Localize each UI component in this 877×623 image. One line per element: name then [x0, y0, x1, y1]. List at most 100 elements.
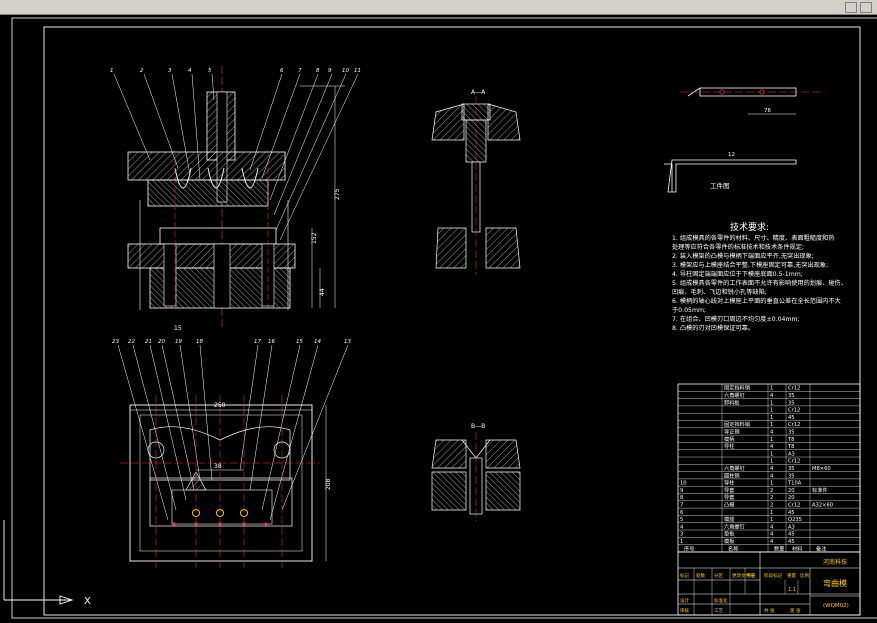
bom-cell: 35	[788, 466, 795, 472]
bom-cell: 固定挡料销	[724, 420, 750, 428]
balloon-2: 2	[140, 68, 144, 74]
bom-cell: 20	[788, 495, 795, 501]
bom-cell: 圆柱销	[724, 471, 740, 479]
balloon-10: 10	[342, 68, 349, 74]
bom-cell: 35	[788, 430, 795, 436]
tb-label: 共 张	[764, 607, 775, 614]
bom-cell: 8	[680, 495, 683, 501]
bom-cell: M8×60	[812, 466, 831, 472]
bom-cell: 导套	[724, 493, 735, 501]
balloons-top	[113, 73, 359, 241]
bom-cell: 1	[770, 400, 773, 406]
bom-header-cell: 名称	[728, 544, 738, 552]
tb-label: 分区	[714, 572, 723, 579]
balloon-11: 11	[354, 68, 361, 74]
balloon-9: 9	[328, 68, 332, 74]
bom-cell: 导套	[724, 486, 735, 494]
balloon-13: 13	[344, 339, 351, 345]
ucs-icon: X	[3, 520, 91, 607]
balloon-23: 23	[112, 339, 119, 345]
tb-label: 重量	[787, 572, 796, 579]
bom-cell: 六角螺钉	[724, 522, 745, 530]
bom-cell: 4	[770, 444, 774, 450]
balloon-5: 5	[208, 68, 212, 74]
title-block[interactable]: 河南科技 弯曲模 (WQM02) 1:1 标记 处数 分区 更改文件号 签名 设…	[677, 551, 861, 616]
requirement-line: 8. 凸模的刃对凹模保证可靠。	[672, 324, 754, 332]
bom-cell: 6	[680, 510, 683, 516]
dim-height-small: 15	[174, 325, 182, 332]
drawing-number: (WQM02)	[823, 603, 849, 609]
bom-cell: T10A	[787, 481, 802, 487]
bom-cell: 4	[770, 473, 774, 479]
bom-cell: 45	[788, 510, 795, 516]
bom-cell: 4	[770, 430, 774, 436]
bom-cell: Cr12	[788, 408, 800, 414]
bom-cell: 4	[770, 532, 774, 538]
dim-plan-pitch: 38	[214, 463, 222, 470]
dim-part-length: 76	[764, 108, 771, 114]
bom-cell: 1	[770, 510, 773, 516]
cad-drawing-canvas[interactable]: 275 152 44 15 1 2 3 4 5 6 7 8 9 10 11	[0, 14, 877, 623]
bom-cell: 六角螺钉	[724, 464, 745, 472]
requirement-line: 凹痕、毛刺、飞边和锐小孔等缺陷;	[672, 288, 767, 296]
front-section-view[interactable]: 275 152 44 15	[127, 66, 345, 332]
requirement-line: 4. 导柱固定端端面应位于下模座底面0.5-1mm;	[672, 270, 803, 278]
bom-cell: 4	[770, 524, 774, 530]
bom-cell: Cr12	[788, 503, 800, 509]
bom-cell: Cr12	[788, 459, 800, 465]
balloons-bottom	[117, 344, 349, 521]
balloon-21: 21	[145, 339, 152, 345]
requirements-title: 技术要求:	[730, 221, 769, 233]
tb-label: 工艺	[714, 608, 723, 614]
tb-label: 审核	[680, 607, 689, 614]
bom-cell: 2	[770, 495, 773, 501]
requirement-line: 3. 模架应与上模座结合平整,下模座固定可靠,无突出现象;	[672, 261, 828, 269]
balloon-16: 16	[268, 339, 275, 345]
section-b-b[interactable]: B—B	[431, 423, 521, 522]
bom-cell: 4	[770, 539, 774, 545]
ucs-x-label: X	[84, 596, 91, 607]
plan-view[interactable]: 250 208 38	[120, 395, 332, 570]
balloon-15: 15	[296, 339, 303, 345]
drawing-name: 弯曲模	[823, 578, 847, 588]
school-name: 河南科技	[823, 558, 847, 566]
bom-cell: A3	[788, 524, 795, 530]
balloon-19: 19	[175, 339, 182, 345]
bom-cell: 1	[770, 517, 773, 523]
balloon-6: 6	[280, 68, 284, 74]
scale-value: 1:1	[788, 587, 796, 593]
bom-cell: A3	[788, 451, 795, 457]
bom-header-cell: 备注	[816, 544, 826, 552]
cad-toolbar-strip	[0, 0, 877, 15]
balloon-7: 7	[298, 68, 302, 74]
bom-cell: 4	[770, 466, 774, 472]
tb-label: 签名	[747, 572, 756, 579]
requirement-line: 2. 装入模架的凸模与模柄下端面应平齐,无突出现象;	[672, 252, 814, 260]
minimize-button[interactable]	[845, 2, 857, 13]
section-a-a[interactable]: A—A	[431, 89, 521, 275]
bom-cell: 10	[680, 481, 687, 487]
balloon-22: 22	[128, 339, 135, 345]
tb-label: 处数	[696, 572, 705, 579]
tb-label: 阶段标记	[764, 572, 782, 579]
bom-cell: 导柱	[724, 479, 734, 487]
bom-cell: 2	[770, 488, 773, 494]
close-button[interactable]	[860, 2, 872, 13]
bom-cell: T8	[787, 437, 794, 443]
balloon-1: 1	[110, 68, 114, 74]
bom-cell: T8	[787, 444, 794, 450]
tb-label: 设计	[680, 597, 689, 604]
bom-header-cell: 材料	[792, 544, 802, 552]
bom-cell: 模板	[724, 537, 735, 545]
bom-cell: 凸模	[724, 501, 734, 509]
dim-height-total: 275	[334, 188, 341, 200]
bom-cell: 45	[788, 539, 795, 545]
tb-label: 标准化	[714, 597, 728, 604]
balloon-4: 4	[188, 68, 192, 74]
balloon-18: 18	[196, 339, 203, 345]
bom-cell: 7	[680, 503, 683, 509]
requirement-line: 处理等应符合各零件的标准技术和技术条件规定;	[672, 243, 804, 251]
workpiece-drawing[interactable]: 76 12 工件图	[664, 87, 820, 193]
dim-height-low: 44	[319, 288, 326, 296]
